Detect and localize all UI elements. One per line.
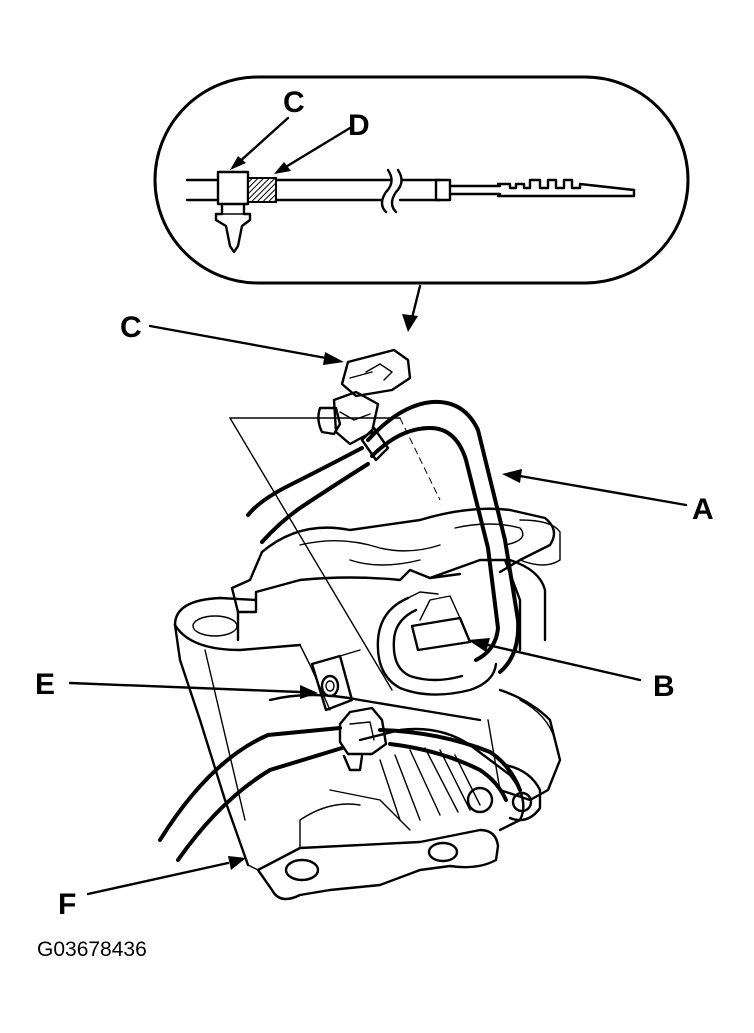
arrowhead-d <box>274 162 291 174</box>
arrowhead-c-inset <box>230 156 246 170</box>
label-c-main: C <box>120 311 142 344</box>
leader-c-main <box>148 324 328 360</box>
leader-e <box>68 681 302 694</box>
arrowhead-f <box>228 856 246 870</box>
arrowhead-a <box>502 469 522 483</box>
arrowhead-b <box>468 638 490 652</box>
label-b: B <box>653 670 675 703</box>
arrowhead-e <box>300 685 318 699</box>
leader-d <box>282 126 352 170</box>
leader-a <box>518 474 688 507</box>
caliper-assembly <box>158 348 562 901</box>
leader-b <box>486 643 642 682</box>
label-c-inset: C <box>283 86 305 119</box>
leader-c-inset <box>236 116 290 165</box>
leader-f <box>86 861 230 896</box>
callouts: C A B E F G03678436 <box>35 311 714 961</box>
label-f: F <box>58 888 76 921</box>
detail-pointer-line <box>410 284 422 320</box>
label-a: A <box>692 493 714 526</box>
figure-code: G03678436 <box>37 938 147 961</box>
label-d: D <box>348 109 370 142</box>
inset-sensor-wire <box>185 168 636 254</box>
inset-detail: C D <box>153 75 690 285</box>
label-e: E <box>35 668 55 701</box>
detail-pointer-arrowhead <box>402 314 418 332</box>
arrowhead-c-main <box>323 352 344 365</box>
